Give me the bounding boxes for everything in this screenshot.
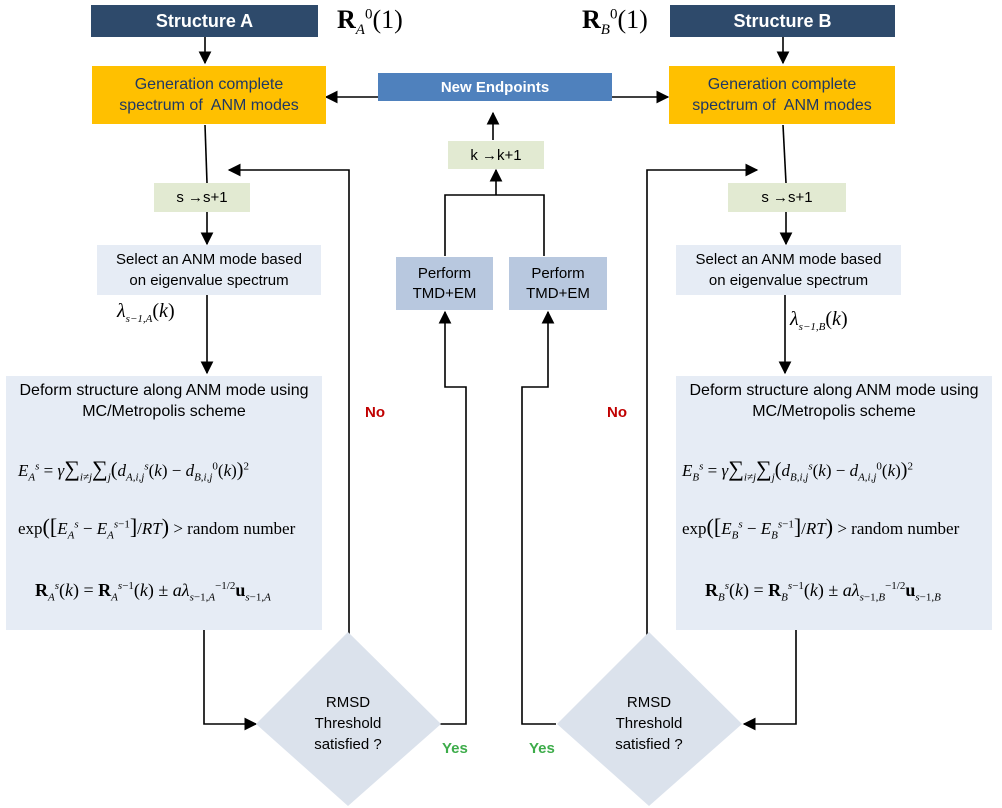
yes-label-b: Yes	[529, 740, 555, 757]
arrow-yes-B-to-tmd	[521, 310, 556, 725]
perform-a-line1: Perform	[417, 264, 472, 282]
coordinate-r-a: RA0(1)	[337, 5, 403, 39]
perform-b-line1: Perform	[531, 264, 585, 282]
no-label-a: No	[365, 404, 385, 421]
arrow-no-loop-B	[646, 163, 759, 650]
perform-b-line2: TMD+EM	[526, 284, 590, 302]
yes-label-a: Yes	[442, 740, 468, 757]
select-b-line2: on eigenvalue spectrum	[708, 272, 869, 289]
arrow-yes-A-to-tmd	[438, 310, 467, 725]
lambda-a: λs−1,A(k)	[117, 300, 175, 325]
select-a-line2: on eigenvalue spectrum	[129, 272, 289, 289]
s-increment-box-b: s →s+1	[728, 183, 846, 212]
deform-a-line1: Deform structure along ANM mode using	[19, 382, 309, 399]
line-genA-down	[204, 124, 208, 184]
arrow-deformB-to-rmsd	[742, 630, 797, 731]
structure-b-box: Structure B	[670, 5, 895, 37]
rmsd-diamond-a	[256, 632, 441, 806]
k-increment-box: k →k+1	[448, 141, 544, 169]
deform-a-heading: Deform structure along ANM mode using MC…	[6, 376, 322, 422]
rmsd-a-line1: RMSD	[325, 694, 371, 711]
rmsd-b-line1: RMSD	[626, 694, 672, 711]
deform-box-b: Deform structure along ANM mode using MC…	[676, 376, 992, 630]
rmsd-b-line3: satisfied ?	[615, 736, 683, 753]
s-increment-box-a: s →s+1	[154, 183, 250, 212]
k-increment-label: k →k+1	[470, 146, 522, 164]
new-endpoints-box: New Endpoints	[378, 73, 612, 101]
generation-a-line1: Generation complete	[134, 76, 284, 93]
perform-a-line2: TMD+EM	[412, 284, 477, 302]
new-endpoints-label: New Endpoints	[440, 78, 550, 96]
generation-a-line2: spectrum of ANM modes	[119, 97, 299, 114]
deform-b-line1: Deform structure along ANM mode using	[689, 382, 979, 399]
coordinate-r-b: RB0(1)	[582, 5, 648, 39]
rmsd-a-line3: satisfied ?	[314, 736, 382, 753]
select-mode-box-a: Select an ANM mode based on eigenvalue s…	[97, 245, 321, 295]
select-a-line1: Select an ANM mode based	[116, 251, 302, 268]
no-label-b: No	[607, 404, 627, 421]
structure-a-label: Structure A	[155, 10, 254, 31]
energy-equation-b: EBs = γ∑i≠j∑j(dB,i,js(k) − dA,i,j0(k))2	[682, 456, 913, 484]
update-equation-a: RAs(k) = RAs−1(k) ± aλs−1,A−1/2us−1,A	[35, 580, 271, 604]
metropolis-equation-b: exp([EBs − EBs−1]/RT) > random number	[682, 514, 960, 542]
arrow-no-loop-A	[227, 163, 350, 650]
s-increment-a-label: s →s+1	[176, 189, 228, 206]
s-increment-b-label: s →s+1	[761, 189, 813, 206]
deform-box-a: Deform structure along ANM mode using MC…	[6, 376, 322, 630]
rmsd-diamond-b	[557, 632, 742, 806]
lambda-b: λs−1,B(k)	[790, 308, 848, 333]
structure-b-label: Structure B	[733, 10, 832, 31]
energy-equation-a: EAs = γ∑i≠j∑j(dA,i,js(k) − dB,i,j0(k))2	[18, 456, 249, 484]
generation-box-b: Generation complete spectrum of ANM mode…	[669, 66, 895, 124]
perform-tmd-box-b: Perform TMD+EM	[509, 257, 607, 310]
metropolis-equation-a: exp([EAs − EAs−1]/RT) > random number	[18, 514, 296, 542]
generation-b-line2: spectrum of ANM modes	[692, 97, 872, 114]
structure-a-box: Structure A	[91, 5, 318, 37]
update-equation-b: RBs(k) = RBs−1(k) ± aλs−1,B−1/2us−1,B	[705, 580, 941, 604]
rmsd-text-b: RMSD Threshold satisfied ?	[599, 692, 699, 755]
rmsd-b-line2: Threshold	[615, 715, 683, 732]
arrow-deformA-to-rmsd	[203, 630, 258, 731]
generation-box-a: Generation complete spectrum of ANM mode…	[92, 66, 326, 124]
generation-b-line1: Generation complete	[707, 76, 857, 93]
line-split-tmd	[444, 194, 545, 256]
perform-tmd-box-a: Perform TMD+EM	[396, 257, 493, 310]
select-mode-box-b: Select an ANM mode based on eigenvalue s…	[676, 245, 901, 295]
select-b-line1: Select an ANM mode based	[695, 251, 882, 268]
rmsd-text-a: RMSD Threshold satisfied ?	[298, 692, 398, 755]
deform-b-line2: MC/Metropolis scheme	[752, 403, 916, 420]
line-genB-down	[782, 124, 787, 184]
deform-a-line2: MC/Metropolis scheme	[82, 403, 246, 420]
deform-b-heading: Deform structure along ANM mode using MC…	[676, 376, 992, 422]
rmsd-a-line2: Threshold	[314, 715, 382, 732]
